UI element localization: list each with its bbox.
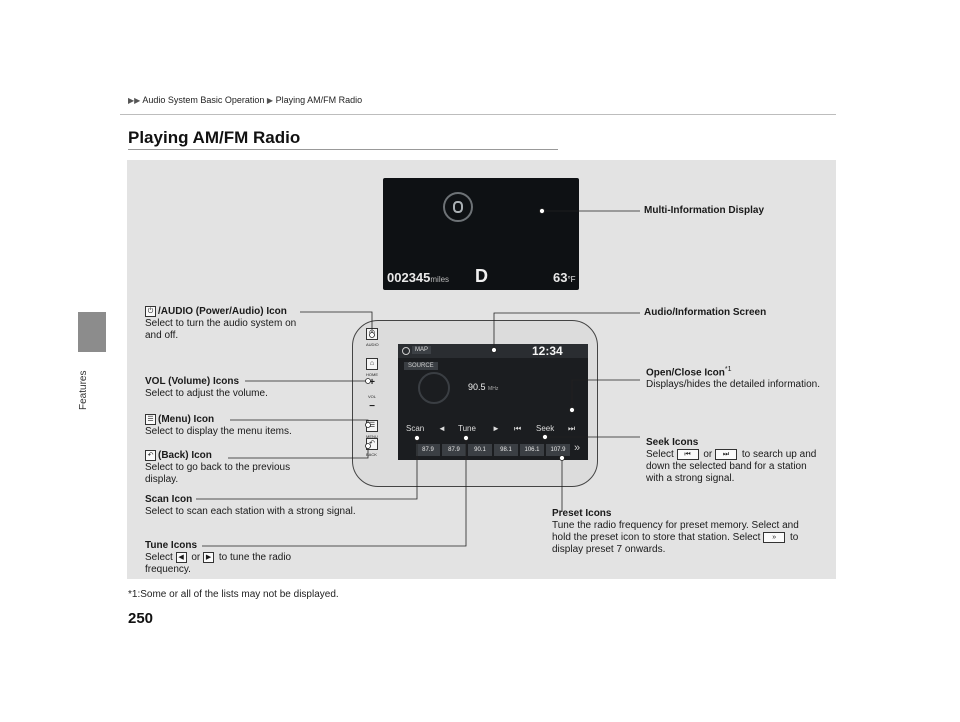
preset-button[interactable]: 98.1	[494, 444, 518, 456]
tune-up-icon[interactable]: ►	[492, 424, 500, 433]
callout-tune: Tune Icons Select ◀ or ▶ to tune the rad…	[145, 540, 292, 576]
back-button-label: BACK	[366, 452, 377, 457]
menu-button-label: MENU	[366, 434, 378, 439]
control-row: Scan ◄ Tune ► ⏮ Seek ⏭	[398, 424, 588, 436]
fm-logo-icon	[443, 192, 473, 222]
callout-mid: Multi-Information Display	[644, 205, 764, 216]
volume-label: VOL	[368, 394, 377, 399]
home-button[interactable]: ⌂	[366, 358, 378, 370]
home-button-label: HOME	[366, 372, 378, 377]
page-number: 250	[128, 610, 154, 627]
breadcrumb-part2[interactable]: Playing AM/FM Radio	[275, 95, 363, 105]
callout-seek: Seek Icons Select ⏮ or ⏭ to search up an…	[646, 437, 817, 485]
map-button[interactable]: MAP	[412, 346, 432, 354]
double-chevron-icon: »	[763, 532, 786, 543]
volume-up-icon[interactable]: +	[369, 377, 375, 388]
page-title: Playing AM/FM Radio	[128, 128, 301, 147]
seek-down-icon[interactable]: ⏮	[514, 424, 522, 433]
breadcrumb-part1[interactable]: Audio System Basic Operation	[142, 95, 265, 105]
tune-down-icon[interactable]: ◄	[438, 424, 446, 433]
top-divider	[120, 114, 836, 115]
volume-down-icon[interactable]: −	[369, 401, 375, 412]
back-icon: ↶	[145, 450, 156, 461]
audio-information-screen: MAP 12:34 SOURCE 90.5 MHz Scan ◄ Tune ► …	[398, 344, 588, 460]
tune-label: Tune	[458, 424, 476, 433]
preset-button[interactable]: 106.1	[520, 444, 544, 456]
callout-scan: Scan Icon Select to scan each station wi…	[145, 494, 356, 517]
gear-indicator: D	[475, 266, 488, 286]
preset-button[interactable]: 90.1	[468, 444, 492, 456]
tune-left-icon: ◀	[175, 552, 187, 563]
temperature: 63°F	[553, 270, 576, 285]
breadcrumb: ▶▶ Audio System Basic Operation ▶ Playin…	[128, 95, 362, 105]
home-icon[interactable]	[402, 347, 410, 355]
preset-row: 87.9 87.9 90.1 98.1 106.1 107.9	[416, 444, 586, 458]
breadcrumb-arrow-icon: ▶▶	[128, 96, 141, 105]
callout-menu: ☰(Menu) Icon Select to display the menu …	[145, 414, 292, 438]
section-tab	[78, 312, 106, 352]
callout-preset: Preset Icons Tune the radio frequency fo…	[552, 508, 799, 556]
fm-ring-icon	[418, 372, 450, 404]
audio-button-label: AUDIO	[366, 342, 379, 347]
menu-icon: ☰	[145, 414, 156, 425]
callout-screen: Audio/Information Screen	[644, 307, 767, 318]
seek-down-icon: ⏮	[676, 449, 699, 460]
footnote: *1:Some or all of the lists may not be d…	[128, 589, 339, 600]
breadcrumb-arrow-icon: ▶	[266, 96, 274, 105]
title-divider	[128, 149, 558, 150]
scan-button[interactable]: Scan	[406, 424, 425, 433]
callout-back: ↶(Back) Icon Select to go back to the pr…	[145, 450, 291, 486]
preset-button[interactable]: 107.9	[546, 444, 570, 456]
tune-right-icon: ▶	[203, 552, 215, 563]
power-icon: ⏻	[145, 306, 156, 317]
callout-volume: VOL (Volume) Icons Select to adjust the …	[145, 376, 268, 399]
more-presets-icon[interactable]: »	[574, 442, 581, 454]
clock: 12:34	[532, 344, 563, 358]
callout-power: ⏻/AUDIO (Power/Audio) Icon Select to tur…	[145, 306, 297, 342]
callout-open-close: Open/Close Icon*1 Displays/hides the det…	[646, 366, 820, 391]
frequency-readout: 90.5 MHz	[468, 382, 499, 392]
seek-up-icon[interactable]: ⏭	[568, 424, 576, 433]
odometer: 002345miles	[387, 270, 450, 285]
source-button[interactable]: SOURCE	[404, 362, 438, 370]
seek-up-icon: ⏭	[715, 449, 738, 460]
multi-information-display: 002345miles D 63°F	[383, 178, 579, 290]
preset-button[interactable]: 87.9	[442, 444, 466, 456]
seek-label: Seek	[536, 424, 555, 433]
preset-button[interactable]: 87.9	[416, 444, 440, 456]
